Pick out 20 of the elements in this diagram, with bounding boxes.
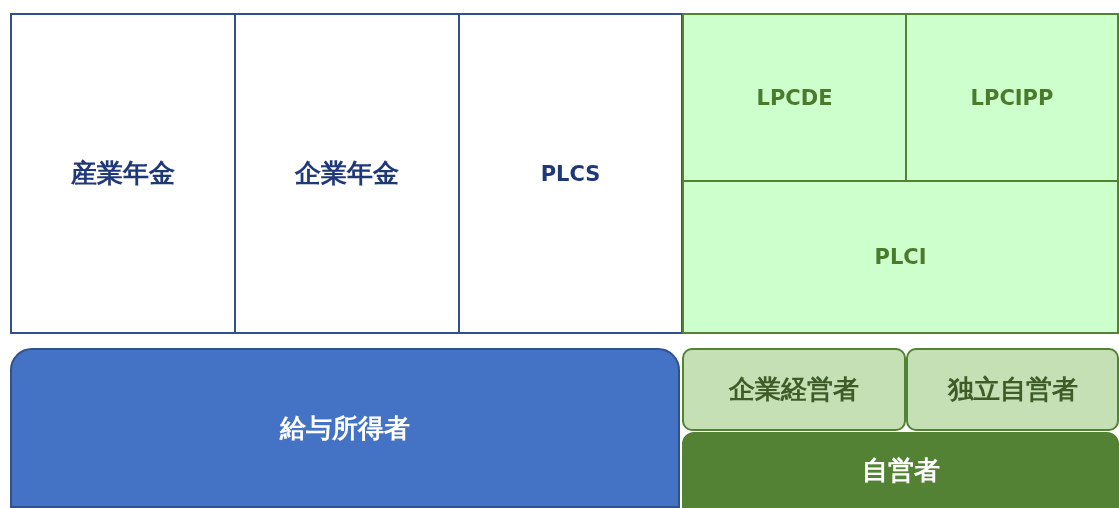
category-box bbox=[906, 348, 1119, 431]
box-label: 独立自営者 bbox=[947, 373, 1078, 406]
box-label: PLCI bbox=[874, 245, 927, 269]
box-label: LPCIPP bbox=[970, 85, 1054, 110]
category-box bbox=[682, 13, 907, 182]
category-box bbox=[458, 13, 683, 334]
category-box bbox=[682, 348, 906, 431]
category-box bbox=[234, 13, 460, 334]
box-label: 自営者 bbox=[861, 453, 940, 487]
box-label: 企業年金 bbox=[295, 157, 399, 190]
category-box bbox=[905, 13, 1119, 182]
box-label: 産業年金 bbox=[71, 157, 175, 190]
category-box bbox=[682, 432, 1119, 508]
box-label: PLCS bbox=[540, 161, 601, 186]
category-box bbox=[682, 180, 1119, 334]
category-box bbox=[10, 348, 680, 508]
box-label: 給与所得者 bbox=[280, 411, 410, 445]
category-box bbox=[10, 13, 236, 334]
box-label: 企業経営者 bbox=[729, 373, 859, 406]
box-label: LPCDE bbox=[756, 85, 833, 110]
